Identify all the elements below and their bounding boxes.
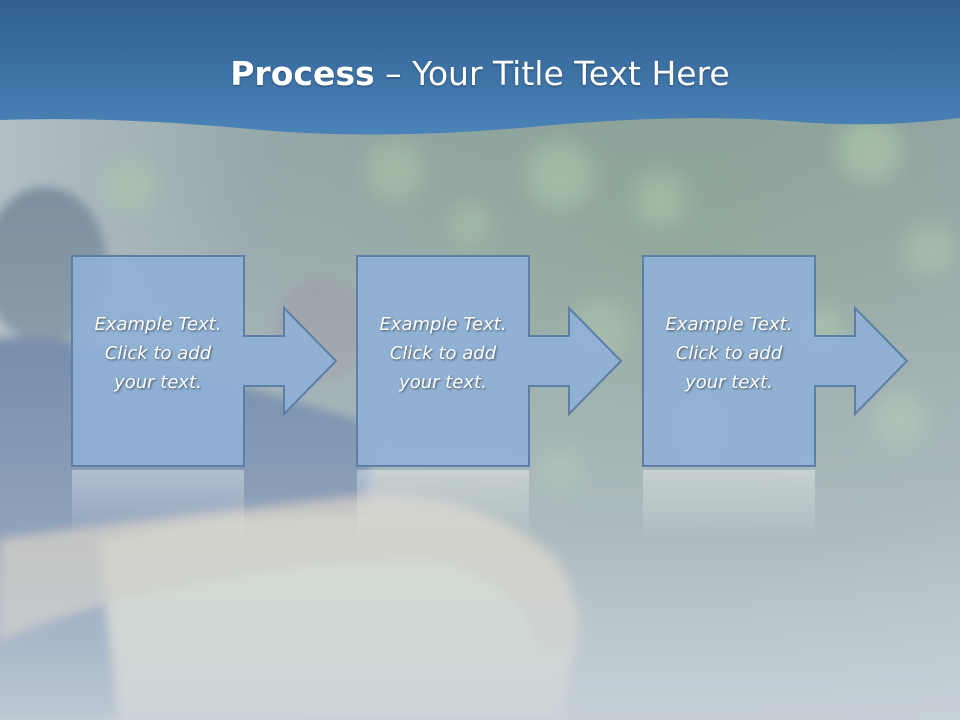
process-step-2[interactable]: Example Text. Click to add your text. <box>356 255 960 468</box>
process-step-3[interactable]: Example Text. Click to add your text. <box>642 255 960 468</box>
step-1-line-1: Example Text. <box>94 314 222 335</box>
step-2-line-1: Example Text. <box>379 314 507 335</box>
step-1-line-2: Click to add <box>104 343 212 364</box>
title-rest-part: – Your Title Text Here <box>374 54 730 93</box>
step-3-text[interactable]: Example Text. Click to add your text. <box>643 310 815 397</box>
step-1-line-3: your text. <box>114 372 202 393</box>
slide-title[interactable]: Process – Your Title Text Here <box>0 52 960 96</box>
step-2-text[interactable]: Example Text. Click to add your text. <box>357 310 529 397</box>
step-3-line-1: Example Text. <box>665 314 793 335</box>
step-1-shape <box>71 255 338 467</box>
step-2-line-3: your text. <box>399 372 487 393</box>
step-1-text[interactable]: Example Text. Click to add your text. <box>72 310 244 397</box>
process-step-1[interactable]: Example Text. Click to add your text. <box>71 255 932 468</box>
step-3-line-2: Click to add <box>675 343 783 364</box>
step-3-line-3: your text. <box>685 372 773 393</box>
step-2-line-2: Click to add <box>389 343 497 364</box>
title-bold-part: Process <box>230 54 375 93</box>
steps-reflection <box>72 470 815 540</box>
step-3-shape <box>642 255 909 467</box>
step-2-shape <box>356 255 623 467</box>
